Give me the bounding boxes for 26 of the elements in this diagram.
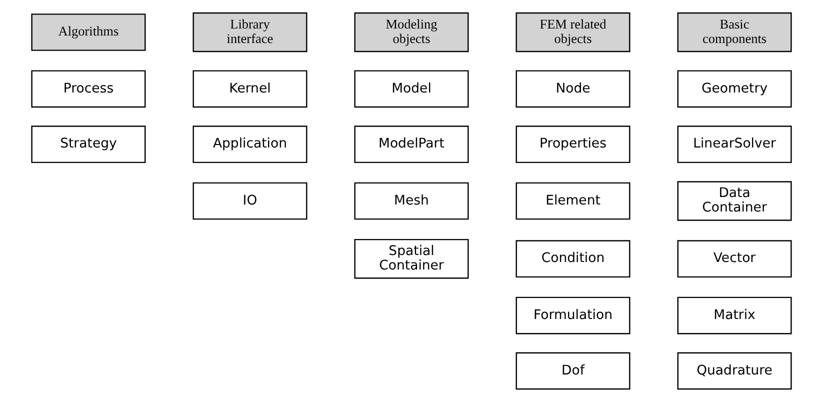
node-box: Vector	[677, 240, 792, 278]
node-box: IO	[192, 182, 308, 220]
node-box: Condition	[516, 240, 630, 278]
node-box: Mesh	[354, 182, 469, 220]
node-box: Kernel	[192, 70, 308, 108]
node-box: Spatial Container	[354, 238, 469, 279]
node-box: FEM related objects	[516, 12, 630, 52]
node-box: Node	[516, 70, 630, 108]
node-box: Basic components	[677, 12, 792, 52]
node-box: Properties	[516, 126, 630, 164]
node-box: Quadrature	[677, 352, 792, 390]
node-box: Strategy	[31, 126, 146, 164]
node-box: Element	[516, 182, 630, 220]
node-box: Geometry	[677, 70, 792, 108]
node-box: Process	[31, 70, 146, 108]
node-box: Modeling objects	[354, 12, 469, 52]
node-box: Data Container	[677, 181, 792, 221]
node-box: LinearSolver	[677, 126, 792, 164]
node-box: Model	[354, 70, 469, 108]
node-box: Matrix	[677, 296, 792, 334]
node-box: Library interface	[192, 12, 308, 52]
node-box: Application	[192, 126, 308, 164]
node-box: Formulation	[516, 296, 630, 334]
node-box: Algorithms	[31, 14, 146, 51]
node-box: ModelPart	[354, 126, 469, 164]
node-box: Dof	[516, 352, 630, 390]
